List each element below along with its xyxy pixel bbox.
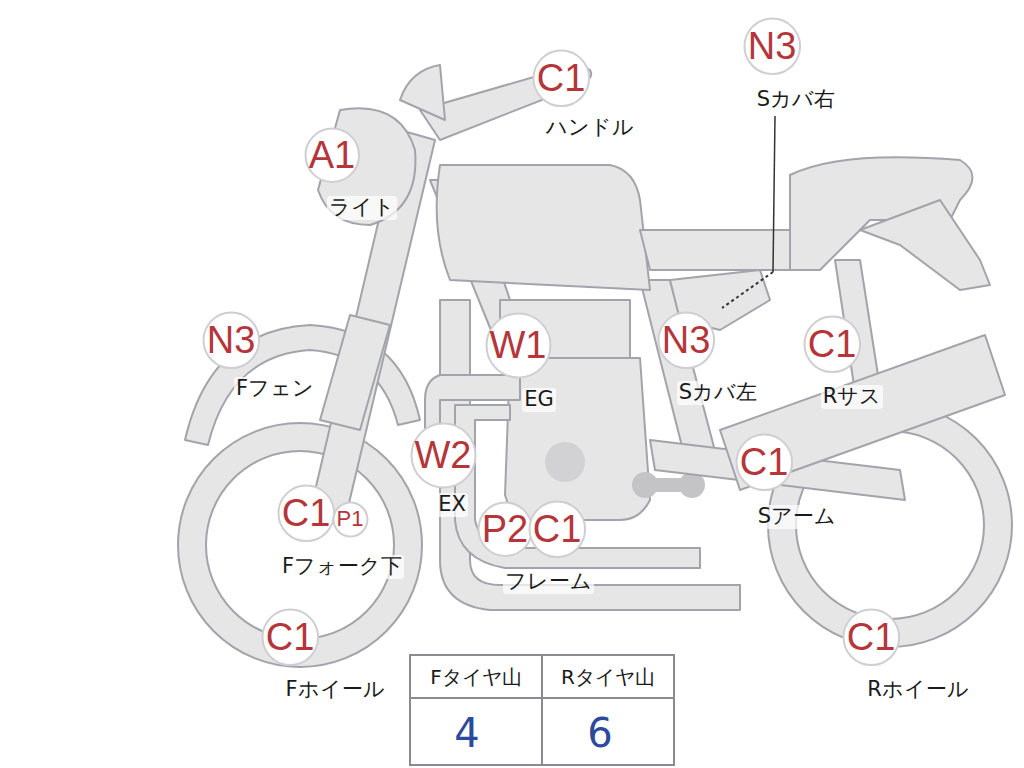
callout-code: A1 bbox=[309, 136, 355, 174]
circle-shape bbox=[486, 313, 550, 377]
footpeg bbox=[632, 472, 658, 498]
muffler bbox=[720, 335, 1005, 490]
callout-circle: A1 bbox=[304, 127, 360, 183]
callout-circle: P2 bbox=[477, 501, 533, 557]
part-name: EX bbox=[436, 493, 468, 516]
fork-guard bbox=[320, 315, 390, 430]
circle-shape bbox=[203, 312, 259, 368]
circle-shape bbox=[658, 312, 714, 368]
part-name: Fフォーク下 bbox=[280, 555, 404, 578]
callout-circle: C1 bbox=[803, 315, 862, 374]
circle-shape bbox=[736, 434, 792, 490]
callout-circle: C1 bbox=[277, 484, 336, 543]
callout-circle: C1 bbox=[842, 608, 901, 667]
table-header: Rタイヤ山 bbox=[561, 667, 655, 687]
part-name: Rホイール bbox=[865, 678, 971, 701]
callout-circle: N3 bbox=[202, 311, 261, 370]
part-name: Fフェン bbox=[234, 377, 316, 400]
callout-code: C1 bbox=[266, 618, 315, 656]
part-name: Fホイール bbox=[283, 678, 386, 701]
tail bbox=[860, 200, 990, 290]
callout-circle: N3 bbox=[657, 311, 716, 370]
table-value: 4 bbox=[454, 713, 479, 753]
callout-code: N3 bbox=[748, 27, 797, 65]
callout-circle: C1 bbox=[261, 608, 320, 667]
tread-table bbox=[410, 655, 674, 765]
callout-code: C1 bbox=[282, 494, 331, 532]
leader-line bbox=[722, 272, 773, 308]
callout-circle: C1 bbox=[735, 433, 794, 492]
callout-circle: W1 bbox=[485, 312, 552, 379]
engine bbox=[505, 358, 650, 520]
callout-circle: N3 bbox=[743, 17, 802, 76]
swing-arm bbox=[650, 440, 905, 500]
callout-code: C1 bbox=[808, 325, 857, 363]
callout-code: C1 bbox=[847, 618, 896, 656]
callout-code: C1 bbox=[740, 443, 789, 481]
table-value: 6 bbox=[587, 713, 612, 753]
callout-circle: C1 bbox=[532, 49, 591, 108]
part-name: Rサス bbox=[821, 385, 884, 408]
part-name: ライト bbox=[327, 196, 397, 219]
meter bbox=[400, 65, 445, 120]
part-name: Sカバ左 bbox=[677, 381, 759, 404]
part-name: フレーム bbox=[503, 570, 594, 593]
callout-code: P1 bbox=[337, 508, 364, 530]
table-header: Fタイヤ山 bbox=[430, 667, 522, 687]
callout-code: W2 bbox=[415, 436, 472, 474]
circle-shape bbox=[843, 609, 899, 665]
leader-line bbox=[773, 116, 775, 272]
part-name: EG bbox=[522, 388, 556, 411]
callout-code: P2 bbox=[482, 510, 528, 548]
circle-shape bbox=[804, 316, 860, 372]
callout-code: N3 bbox=[662, 321, 711, 359]
circle-shape bbox=[278, 485, 334, 541]
part-name: Sカバ右 bbox=[755, 88, 837, 111]
callout-circle: P1 bbox=[332, 501, 369, 538]
seat-base bbox=[640, 230, 800, 270]
engine-cover bbox=[545, 442, 585, 482]
callout-code: C1 bbox=[533, 510, 582, 548]
exhaust-pipe bbox=[455, 405, 700, 568]
callout-circle: C1 bbox=[528, 500, 587, 559]
circle-shape bbox=[533, 50, 589, 106]
table-rule bbox=[541, 655, 543, 765]
fuel-tank bbox=[437, 165, 650, 290]
callout-code: N3 bbox=[207, 321, 256, 359]
circle-shape bbox=[478, 502, 531, 555]
circle-shape bbox=[529, 501, 585, 557]
callout-circle: W2 bbox=[410, 422, 477, 489]
part-name: Sアーム bbox=[756, 505, 838, 528]
circle-shape bbox=[411, 423, 475, 487]
circle-shape bbox=[744, 18, 800, 74]
circle-shape bbox=[305, 128, 358, 181]
circle-shape bbox=[333, 502, 367, 536]
circle-shape bbox=[262, 609, 318, 665]
callout-code: C1 bbox=[537, 59, 586, 97]
callout-code: W1 bbox=[490, 326, 547, 364]
part-name: ハンドル bbox=[544, 116, 636, 139]
